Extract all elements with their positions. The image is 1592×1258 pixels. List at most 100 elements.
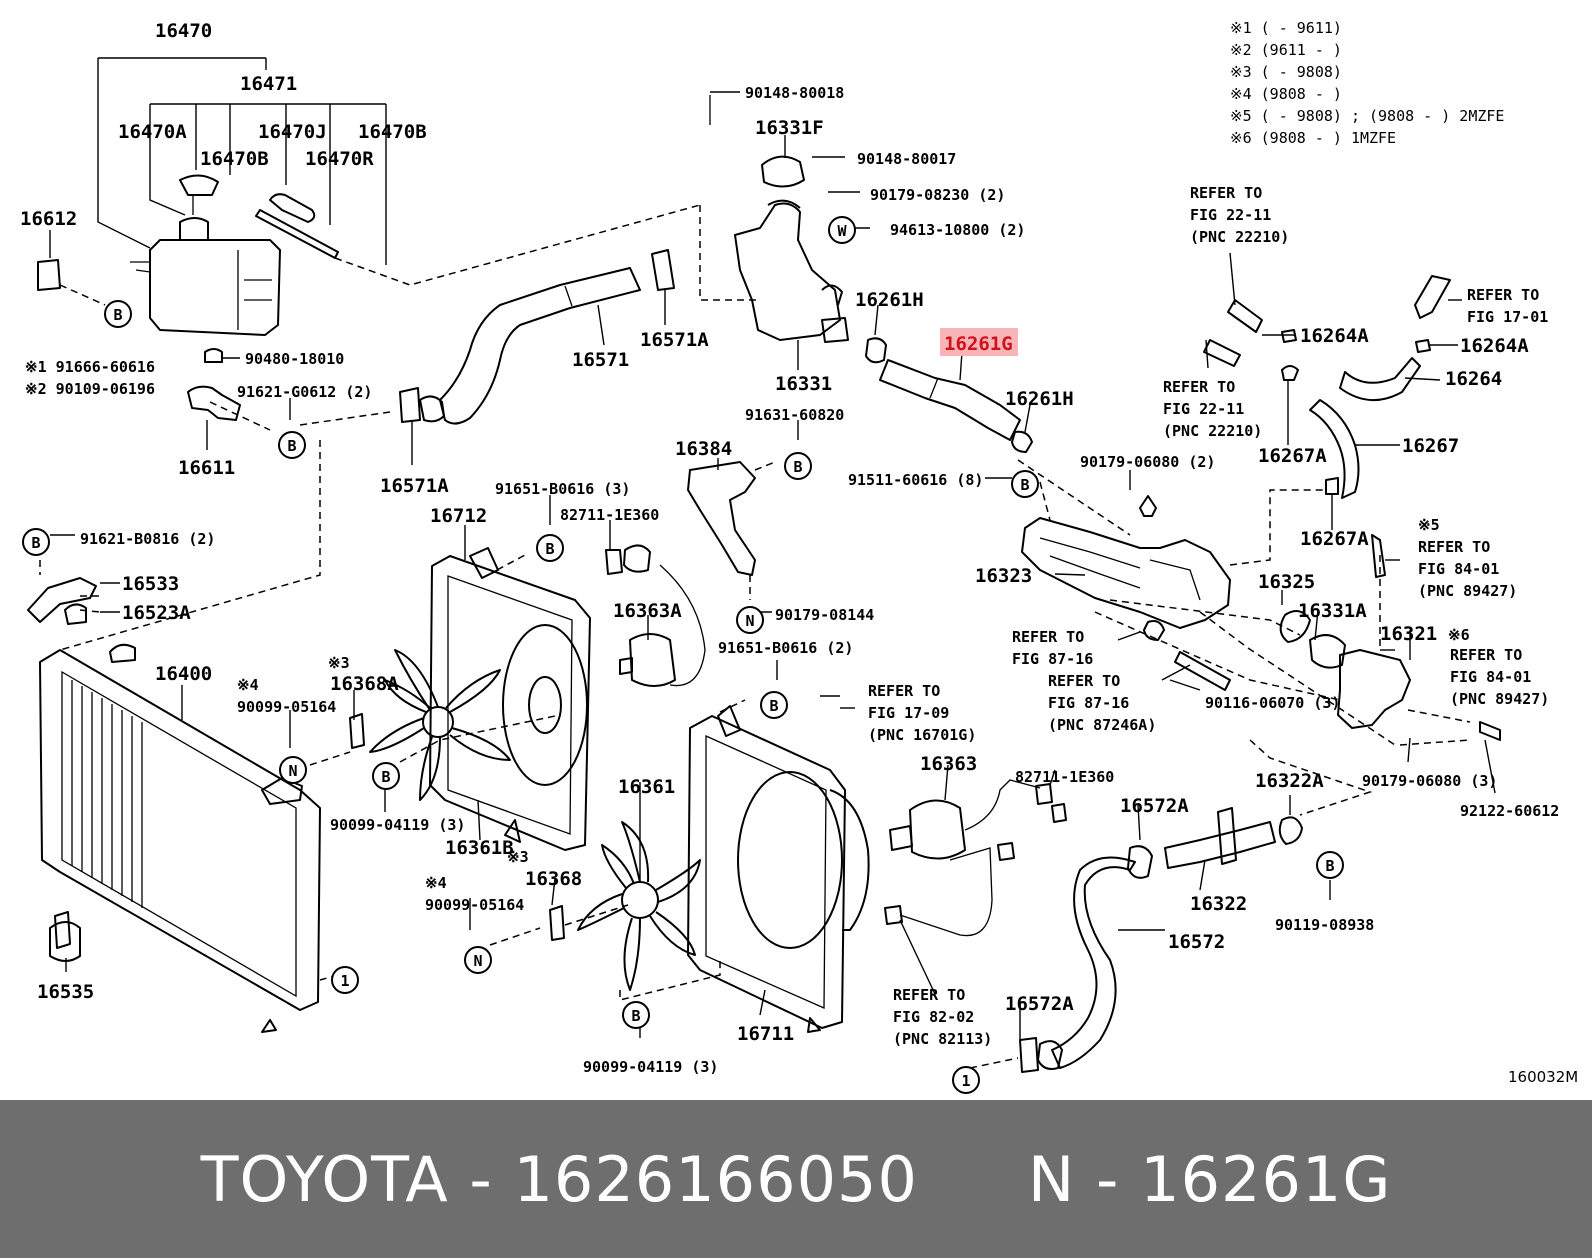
svg-text:FIG 17-01: FIG 17-01 — [1467, 308, 1548, 326]
water-inlet-16323-drawing — [1021, 495, 1501, 741]
callout-92122-60612: 92122-60612 — [1460, 802, 1559, 820]
callout-90148-80017: 90148-80017 — [857, 150, 956, 168]
callout-16361: 16361 — [618, 776, 675, 798]
callout-90116-06070: 90116-06070 (3) — [1205, 694, 1340, 712]
svg-text:(PNC 16701G): (PNC 16701G) — [868, 726, 976, 744]
callout-16261H: 16261H — [855, 289, 924, 311]
fan-shroud-16712-drawing — [429, 547, 591, 851]
callout-16384: 16384 — [675, 438, 732, 460]
brand-name: TOYOTA — [200, 1142, 449, 1216]
reference-lines — [39, 204, 1471, 1069]
legend-entry: ※3 ( - 9808) — [1230, 63, 1342, 81]
svg-text:REFER TO: REFER TO — [1467, 286, 1539, 304]
svg-text:B: B — [1020, 476, 1029, 494]
callout-90099-05164: 90099-05164 — [425, 896, 524, 914]
callout-16323: 16323 — [975, 565, 1032, 587]
callout-94613-10800: 94613-10800 (2) — [890, 221, 1025, 239]
svg-text:B: B — [631, 1007, 640, 1025]
callout-90148-80018: 90148-80018 — [745, 84, 844, 102]
callout-note-6: ※6 — [1448, 626, 1470, 644]
svg-text:B: B — [545, 540, 554, 558]
marker-b: B — [372, 762, 400, 790]
callout-16535: 16535 — [37, 981, 94, 1003]
callout-16322: 16322 — [1190, 893, 1247, 915]
callout-16571A: 16571A — [380, 475, 449, 497]
refer-notes: REFER TO FIG 22-11 (PNC 22210) REFER TO … — [868, 184, 1549, 1048]
callout-16331A: 16331A — [1298, 600, 1367, 622]
fan-16361-drawing — [549, 821, 701, 991]
callout-16612: 16612 — [20, 208, 77, 230]
callout-91651-B0616-3: 91651-B0616 (3) — [495, 480, 630, 498]
callout-16470B: 16470B — [358, 121, 427, 143]
callout-16325: 16325 — [1258, 571, 1315, 593]
marker-n: N — [464, 946, 492, 974]
svg-text:B: B — [113, 306, 122, 324]
part-number: 1626166050 — [513, 1142, 918, 1216]
diagram-ref-code: 16261G — [1140, 1142, 1392, 1216]
svg-text:B: B — [381, 768, 390, 786]
callout-16264: 16264 — [1445, 368, 1502, 390]
callout-16470: 16470 — [155, 20, 212, 42]
svg-text:B: B — [31, 534, 40, 552]
refer-note: REFER TO FIG 84-01 (PNC 89427) — [1418, 538, 1517, 600]
svg-text:FIG 17-09: FIG 17-09 — [868, 704, 949, 722]
callout-16571A: 16571A — [640, 329, 709, 351]
marker-b: B — [622, 1001, 650, 1029]
svg-text:REFER TO: REFER TO — [1048, 672, 1120, 690]
callout-90099-05164: 90099-05164 — [237, 698, 336, 716]
callout-16712: 16712 — [430, 505, 487, 527]
callout-16533: 16533 — [122, 573, 179, 595]
refer-note: REFER TO FIG 17-01 — [1467, 286, 1548, 326]
bracket-16533-drawing — [27, 577, 97, 625]
marker-b: B — [104, 300, 132, 328]
callout-note-4: ※4 — [237, 676, 259, 694]
svg-text:(PNC 89427): (PNC 89427) — [1450, 690, 1549, 708]
reservoir-tank-drawing — [130, 174, 339, 336]
svg-text:(PNC 89427): (PNC 89427) — [1418, 582, 1517, 600]
marker-1: 1 — [952, 1066, 980, 1094]
marker-b: B — [1316, 851, 1344, 879]
callout-82711-1E360: 82711-1E360 — [1015, 768, 1114, 786]
svg-text:N: N — [745, 612, 754, 630]
callout-91621-G0612: 91621-G0612 (2) — [237, 383, 372, 401]
callout-16471: 16471 — [240, 73, 297, 95]
svg-text:N: N — [473, 952, 482, 970]
callout-90179-08144: 90179-08144 — [775, 606, 874, 624]
callout-90099-04119: 90099-04119 (3) — [583, 1058, 718, 1076]
svg-text:1: 1 — [961, 1072, 970, 1090]
svg-text:FIG 87-16: FIG 87-16 — [1048, 694, 1129, 712]
callout-16331: 16331 — [775, 373, 832, 395]
svg-text:(PNC 22210): (PNC 22210) — [1190, 228, 1289, 246]
callout-91631-60820: 91631-60820 — [745, 406, 844, 424]
svg-text:(PNC 82113): (PNC 82113) — [893, 1030, 992, 1048]
marker-b: B — [1011, 470, 1039, 498]
callout-90179-06080-2: 90179-06080 (2) — [1080, 453, 1215, 471]
callout-90179-08230: 90179-08230 (2) — [870, 186, 1005, 204]
motor-16363-drawing — [884, 779, 1067, 937]
svg-text:REFER TO: REFER TO — [1450, 646, 1522, 664]
callout-82711-1E360: 82711-1E360 — [560, 506, 659, 524]
callout-16363: 16363 — [920, 753, 977, 775]
callout-16267: 16267 — [1402, 435, 1459, 457]
callout-16711: 16711 — [737, 1023, 794, 1045]
callout-16368A: 16368A — [330, 673, 399, 695]
callout-note-3: ※3 — [328, 654, 350, 672]
marker-w: W — [828, 216, 856, 244]
legend-entry: ※6 (9808 - ) 1MZFE — [1230, 129, 1396, 147]
callout-16572A: 16572A — [1120, 795, 1189, 817]
callout-16368: 16368 — [525, 868, 582, 890]
footer-dash: - — [469, 1142, 493, 1216]
marker-b: B — [536, 534, 564, 562]
diagram-ref-letter: N — [1027, 1142, 1076, 1216]
refer-note: REFER TO FIG 22-11 (PNC 22210) — [1190, 184, 1289, 246]
bracket-16384-drawing — [605, 461, 756, 576]
leader-lines — [49, 57, 1496, 1040]
svg-text:REFER TO: REFER TO — [1163, 378, 1235, 396]
refer-note: REFER TO FIG 82-02 (PNC 82113) — [893, 986, 992, 1048]
part-footer-banner: TOYOTA - 1626166050 N - 16261G — [0, 1100, 1592, 1258]
svg-text:B: B — [287, 437, 296, 455]
refer-note: REFER TO FIG 87-16 — [1012, 628, 1093, 668]
callout-16361B: 16361B — [445, 837, 514, 859]
legend: ※1 ( - 9611) ※2 (9611 - ) ※3 ( - 9808) ※… — [1230, 19, 1504, 147]
footer-dash: - — [1096, 1142, 1120, 1216]
